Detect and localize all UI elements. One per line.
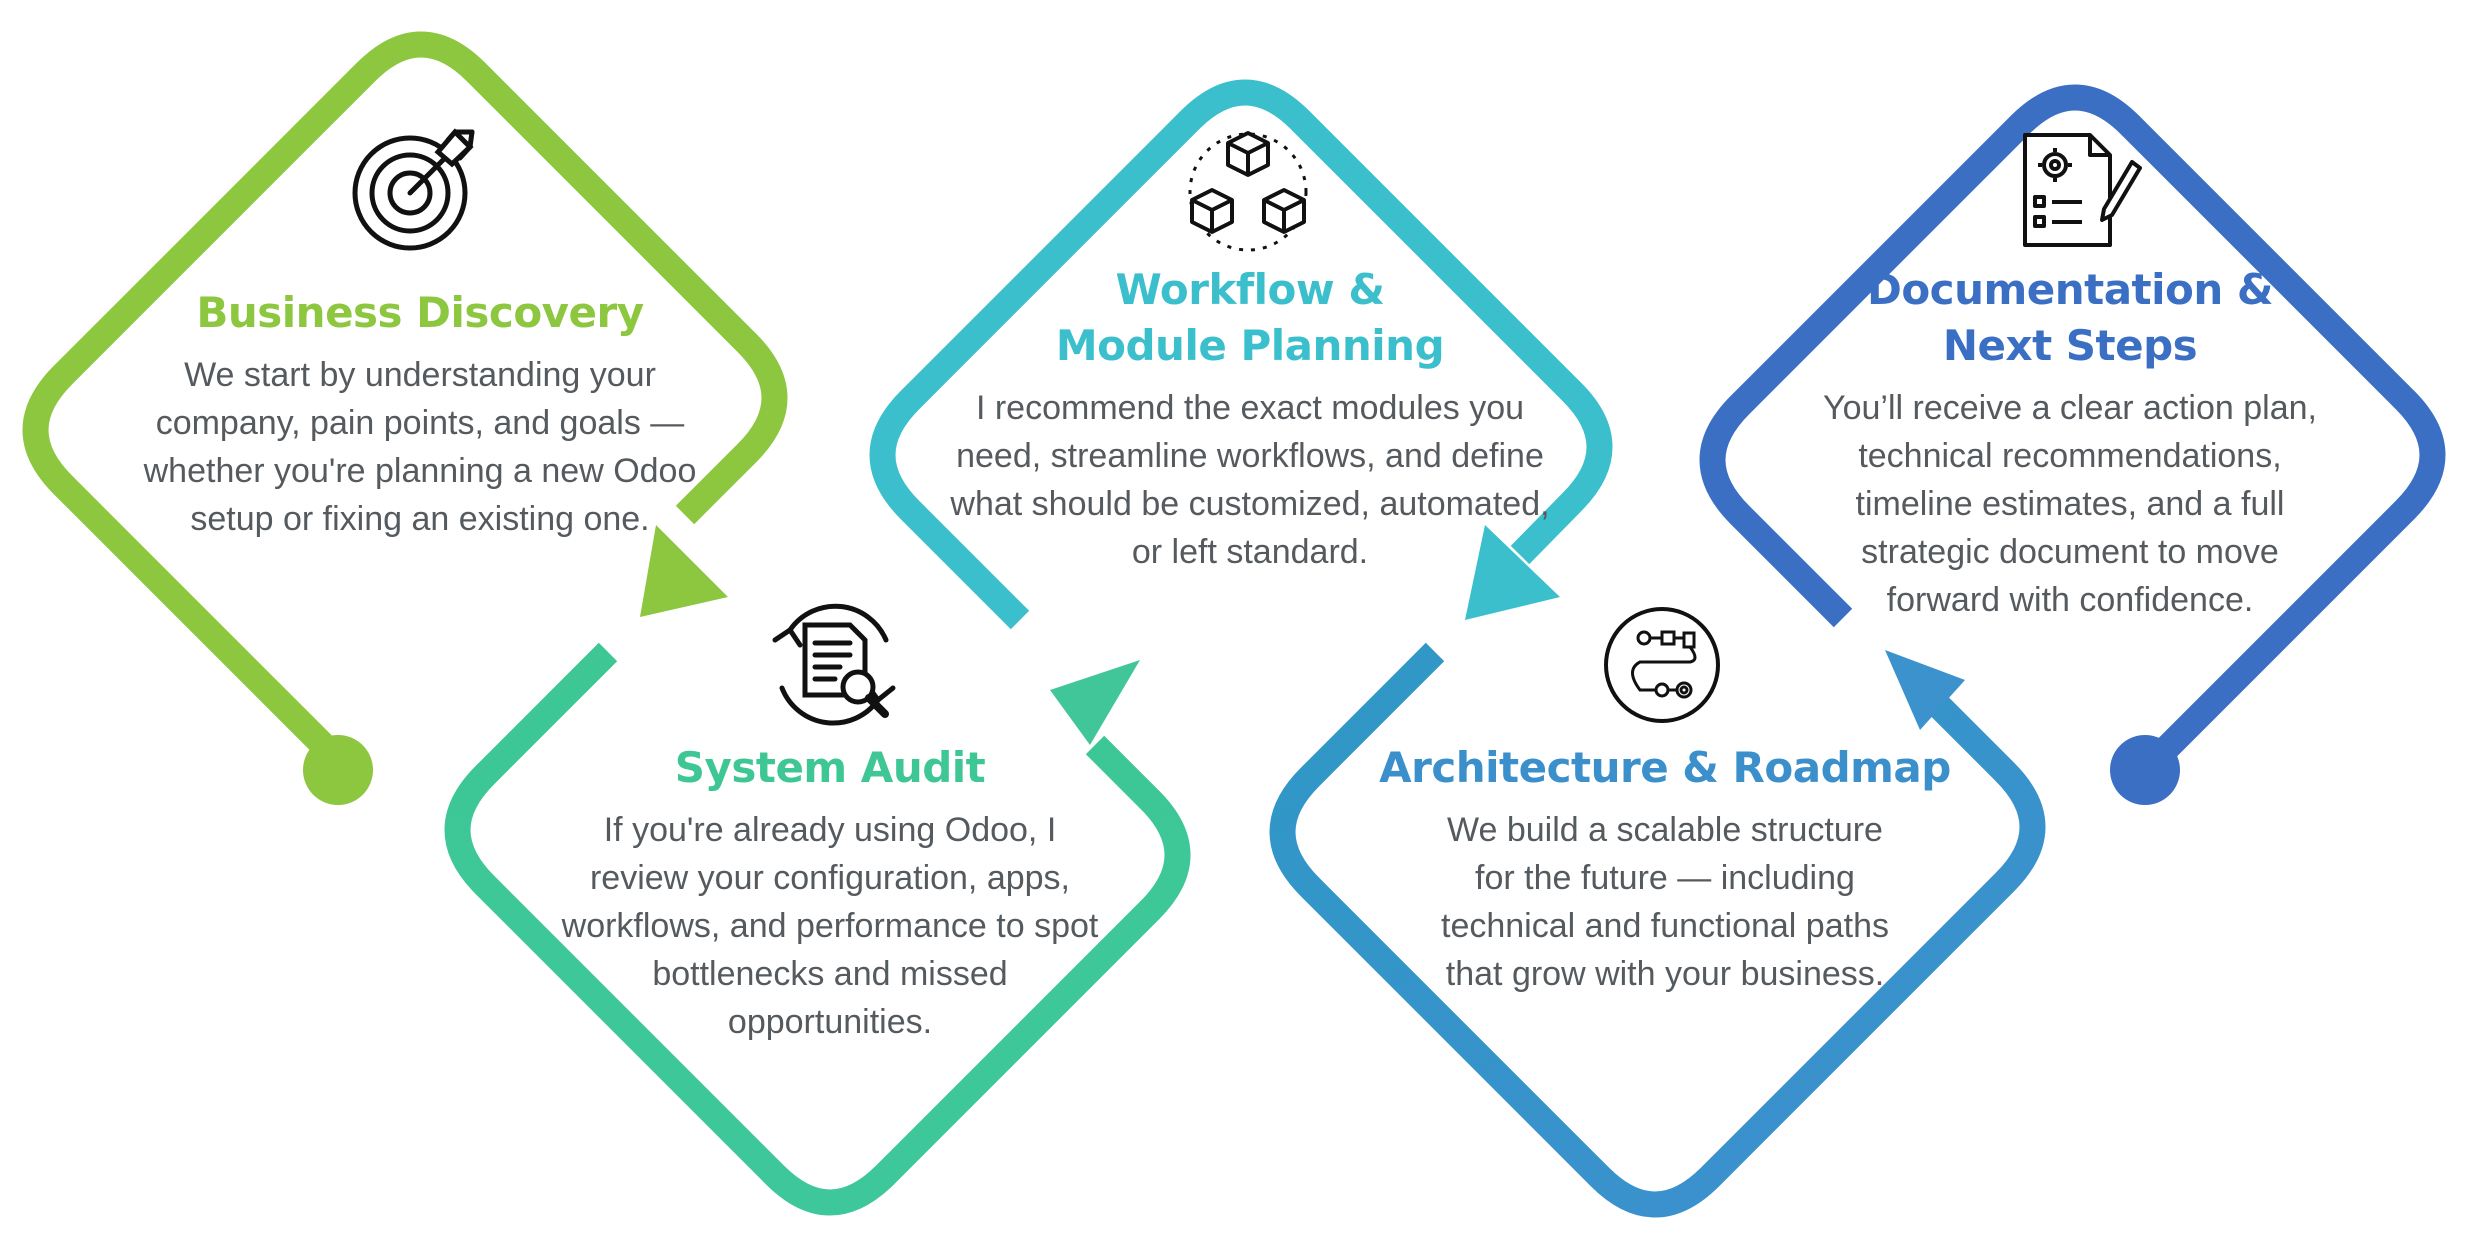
loop-path bbox=[869, 79, 1613, 630]
arrow-head-mint bbox=[1050, 660, 1140, 745]
step-business-discovery: Business Discovery We start by understan… bbox=[110, 285, 730, 543]
modules-cubes-icon bbox=[1188, 131, 1308, 252]
document-gear-pencil-icon bbox=[2023, 133, 2142, 247]
loop-path bbox=[1699, 84, 2446, 780]
document-search-icon bbox=[772, 603, 896, 726]
step-system-audit: System Audit If you're already using Odo… bbox=[530, 740, 1130, 1046]
target-arrow-icon bbox=[352, 128, 475, 251]
start-dot-green bbox=[303, 735, 373, 805]
step-workflow-planning: Workflow & Module Planning I recommend t… bbox=[920, 262, 1580, 576]
loop-business-discovery bbox=[22, 31, 788, 770]
step-title: Architecture & Roadmap bbox=[1379, 743, 1951, 792]
step-title: System Audit bbox=[674, 743, 986, 792]
step-description: If you're already using Odoo, I review y… bbox=[561, 811, 1099, 1041]
loop-path bbox=[1269, 642, 2046, 1218]
step-documentation-next-steps: Documentation & Next Steps You’ll receiv… bbox=[1770, 262, 2370, 624]
step-title: Business Discovery bbox=[196, 288, 644, 337]
loop-architecture-roadmap bbox=[1269, 642, 2046, 1218]
step-description: We start by understanding your company, … bbox=[143, 356, 697, 538]
step-title: Documentation & Next Steps bbox=[1866, 265, 2274, 370]
step-architecture-roadmap: Architecture & Roadmap We build a scalab… bbox=[1370, 740, 1960, 998]
loop-workflow-planning bbox=[869, 79, 1613, 630]
end-dot-navy bbox=[2110, 735, 2180, 805]
arrow-head-teal bbox=[1465, 525, 1560, 620]
loop-path bbox=[22, 31, 788, 770]
arrow-head-green bbox=[640, 525, 728, 617]
arrow-head-blue bbox=[1885, 650, 1965, 730]
step-title: Workflow & Module Planning bbox=[1055, 265, 1445, 370]
roadmap-flow-icon bbox=[1604, 607, 1720, 723]
loop-system-audit bbox=[444, 642, 1191, 1216]
loop-documentation bbox=[1699, 84, 2446, 780]
step-description: I recommend the exact modules you need, … bbox=[950, 389, 1550, 571]
loop-path bbox=[444, 642, 1191, 1216]
step-description: You’ll receive a clear action plan, tech… bbox=[1823, 389, 2317, 619]
step-description: We build a scalable structure for the fu… bbox=[1441, 811, 1889, 993]
